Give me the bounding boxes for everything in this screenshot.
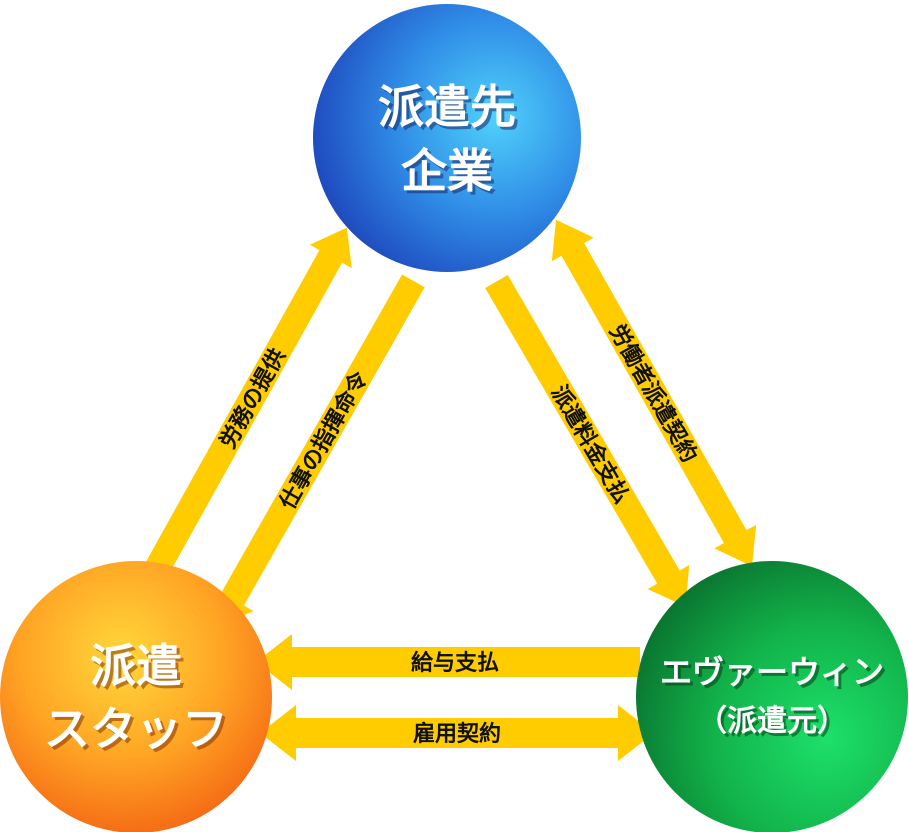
agency-name-line1: エヴァーウィン: [660, 653, 884, 691]
client-name-line1: 派遣先: [378, 80, 516, 134]
svg-text:派遣: 派遣: [93, 642, 185, 696]
svg-text:（派遣元）: （派遣元）: [700, 707, 850, 742]
node-client-company: 派遣先 企業 派遣先 企業: [313, 4, 581, 272]
node-dispatch-staff: 派遣 スタッフ 派遣 スタッフ: [0, 561, 272, 832]
label-worker-dispatch-contract: 労働者派遣契約: [604, 320, 702, 467]
agency-name-line2: （派遣元）: [697, 704, 847, 739]
label-labor-provision: 労務の提供: [215, 344, 291, 453]
staff-name-line1: 派遣: [90, 639, 182, 693]
client-circle: [313, 4, 581, 272]
staff-name-line2: スタッフ: [44, 702, 228, 756]
label-work-instruction: 仕事の指揮命令: [274, 366, 374, 514]
label-dispatch-fee-payment: 派遣料金支払: [546, 381, 635, 508]
svg-text:エヴァーウィン: エヴァーウィン: [663, 656, 887, 694]
node-staffing-agency: エヴァーウィン （派遣元） エヴァーウィン （派遣元）: [636, 561, 908, 832]
label-employment-contract: 雇用契約: [413, 721, 501, 747]
staff-circle: [0, 561, 272, 832]
client-name-line2: 企業: [401, 144, 493, 198]
agency-circle: [636, 561, 908, 832]
arrow-salary-payment: 給与支払: [256, 634, 640, 690]
label-salary-payment: 給与支払: [411, 650, 499, 676]
svg-text:スタッフ: スタッフ: [47, 705, 231, 759]
svg-text:企業: 企業: [404, 147, 496, 201]
arrow-employment-contract: 雇用契約: [260, 705, 654, 761]
svg-text:派遣先: 派遣先: [381, 83, 519, 137]
